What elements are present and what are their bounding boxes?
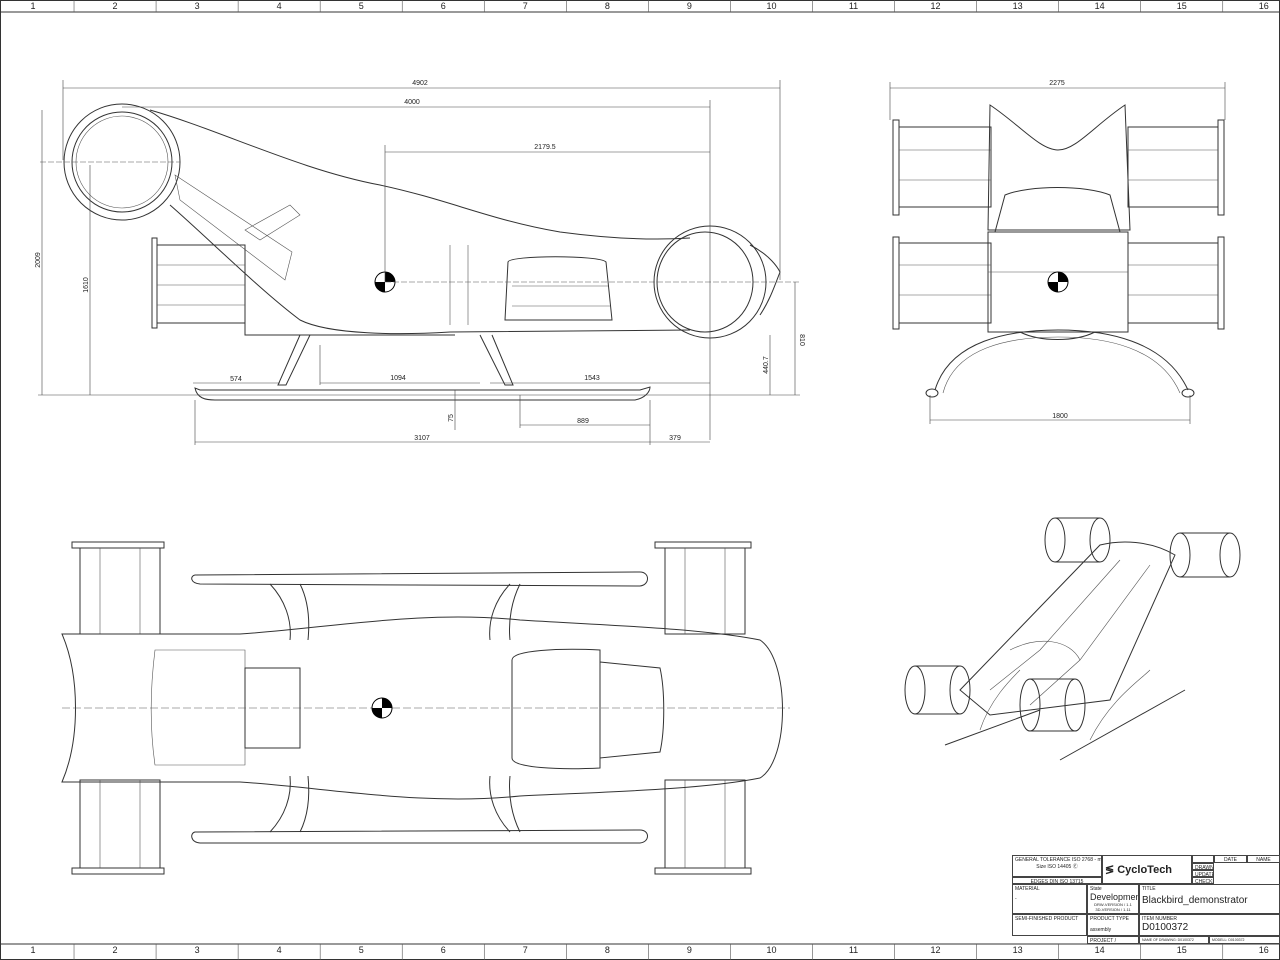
column-number: 12	[931, 1, 941, 11]
title-label: TITLE	[1142, 886, 1156, 892]
column-number: 10	[766, 1, 776, 11]
state-cell: State Development DRW-VERSION / 1.1 3D-V…	[1087, 884, 1139, 914]
general-tolerance: GENERAL TOLERANCE ISO 2768 - mK-E	[1015, 857, 1102, 863]
project-label: PROJECT /	[1087, 936, 1139, 944]
title-block: GENERAL TOLERANCE ISO 2768 - mK-E Size I…	[1012, 855, 1280, 945]
checked-label: CHECKED	[1192, 877, 1214, 884]
drawn-label: DRAWN	[1192, 863, 1214, 870]
column-number: 2	[113, 945, 118, 955]
model-number: MODELL: D0100372	[1209, 936, 1280, 944]
dim-rotor-height: 1610	[83, 277, 90, 293]
column-number: 5	[359, 1, 364, 11]
dim-cog-to-rotor: 2179.5	[534, 144, 556, 151]
side-view	[40, 103, 800, 401]
column-number: 8	[605, 945, 610, 955]
column-number: 8	[605, 1, 610, 11]
dim-skid-overhang: 379	[669, 435, 681, 442]
column-number: 13	[1013, 945, 1023, 955]
column-number: 16	[1259, 1, 1269, 11]
material-cell: MATERIAL -	[1012, 884, 1087, 914]
company-name: CycloTech	[1117, 863, 1173, 876]
item-number-value: D0100372	[1142, 922, 1189, 933]
blank-cell	[1192, 855, 1214, 863]
state-label: State	[1090, 886, 1102, 892]
3d-version: 3D-VERSION / 1.11	[1095, 907, 1131, 912]
dim-overall-height: 2009	[35, 252, 42, 268]
dim-overall-length: 4902	[412, 80, 428, 87]
company-logo: ≶ CycloTech	[1102, 855, 1192, 884]
dim-rotor-span: 4000	[404, 99, 420, 106]
side-view-dimension-labels: 4902 4000 2179.5 2009 1610 810 440.7 574…	[35, 80, 805, 442]
isometric-view	[904, 517, 1241, 761]
dim-skid-track: 1800	[1052, 413, 1068, 420]
front-view	[892, 104, 1225, 398]
product-type-value: assembly	[1090, 927, 1112, 933]
column-number: 7	[523, 1, 528, 11]
column-number: 15	[1177, 1, 1187, 11]
column-number: 16	[1259, 945, 1269, 955]
front-view-dimensions	[889, 82, 1226, 424]
column-number: 6	[441, 945, 446, 955]
side-view-dimensions	[38, 80, 800, 445]
column-number: 14	[1095, 945, 1105, 955]
dim-skid-front: 574	[230, 376, 242, 383]
column-number: 10	[766, 945, 776, 955]
name-header: NAME	[1247, 855, 1280, 863]
material-label: MATERIAL	[1015, 886, 1040, 892]
item-number-label: ITEM NUMBER	[1142, 916, 1177, 922]
column-number: 11	[849, 945, 858, 955]
name-of-drawing: NAME OF DRAWING: D0100372	[1139, 936, 1209, 944]
column-number: 5	[359, 945, 364, 955]
column-number: 1	[30, 1, 35, 11]
dim-strut-spacing: 1094	[390, 375, 406, 382]
column-number: 4	[277, 1, 282, 11]
column-number: 9	[687, 1, 692, 11]
column-numbers: 1122334455667788991010111112121313141415…	[30, 1, 1268, 955]
dim-rear-skid: 889	[577, 418, 589, 425]
state-value: Development	[1090, 892, 1139, 902]
dim-skid-length: 3107	[414, 435, 430, 442]
date-header: DATE	[1214, 855, 1247, 863]
edges-note: EDGES DIN ISO 13715	[1012, 877, 1102, 884]
updated-label: UPDATED	[1192, 870, 1214, 877]
top-view	[61, 541, 790, 875]
column-number: 12	[931, 945, 941, 955]
size-note: Size ISO 14405 Ⓔ	[1036, 864, 1078, 870]
column-number: 1	[30, 945, 35, 955]
dim-rear-strut: 1543	[584, 375, 600, 382]
center-of-gravity-symbol	[371, 697, 393, 719]
dim-overall-width: 2275	[1049, 80, 1065, 87]
column-number: 14	[1095, 1, 1105, 11]
drw-version: DRW-VERSION / 1.1	[1094, 902, 1132, 907]
drawing-title: Blackbird_demonstrator	[1142, 895, 1248, 906]
product-type-label: PRODUCT TYPE	[1090, 916, 1129, 922]
semi-finished-label: SEMI-FINISHED PRODUCT	[1012, 914, 1087, 936]
product-type-cell: PRODUCT TYPE assembly	[1087, 914, 1139, 936]
column-number: 11	[849, 1, 858, 11]
column-number: 4	[277, 945, 282, 955]
column-number: 6	[441, 1, 446, 11]
column-number: 3	[195, 945, 200, 955]
column-number: 3	[195, 1, 200, 11]
dim-skid-height: 440.7	[763, 356, 770, 374]
dim-skid-thickness: 75	[448, 414, 455, 422]
column-number: 9	[687, 945, 692, 955]
center-of-gravity-symbol	[1047, 271, 1069, 293]
title-cell: TITLE Blackbird_demonstrator	[1139, 884, 1280, 914]
cyclotech-logo-icon: ≶	[1105, 864, 1115, 876]
column-number: 7	[523, 945, 528, 955]
dim-front-height: 810	[798, 334, 805, 346]
tolerance-cell: GENERAL TOLERANCE ISO 2768 - mK-E Size I…	[1012, 855, 1102, 877]
item-number-cell: ITEM NUMBER D0100372	[1139, 914, 1280, 936]
column-number: 13	[1013, 1, 1023, 11]
column-number: 15	[1177, 945, 1187, 955]
material-value: -	[1015, 896, 1017, 902]
column-number: 2	[113, 1, 118, 11]
